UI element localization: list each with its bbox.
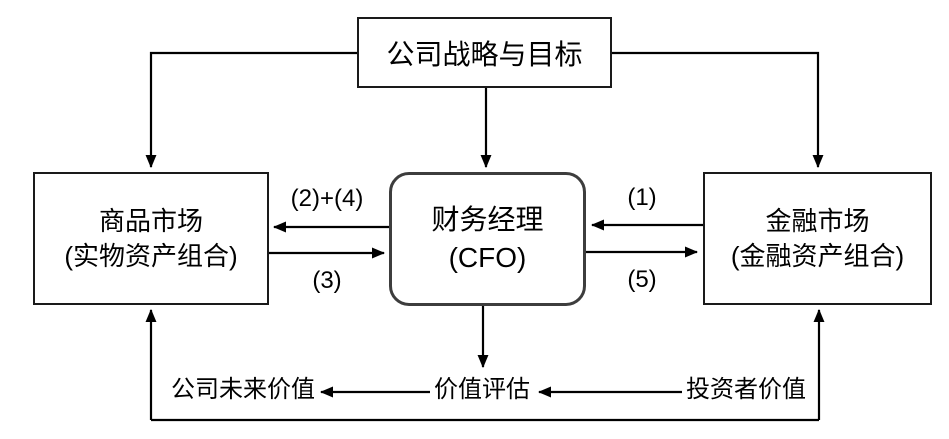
- edge-label-1: (1): [627, 184, 657, 211]
- edge-label-3: (3): [312, 267, 342, 294]
- node-commodity-market: 商品市场 (实物资产组合): [33, 172, 269, 305]
- edge-label-5: (5): [627, 266, 657, 293]
- node-commodity-market-subtitle: (实物资产组合): [64, 240, 238, 271]
- node-strategy-goals-label: 公司战略与目标: [386, 38, 583, 70]
- node-cfo-title: 财务经理: [431, 204, 544, 235]
- label-company-future-value: 公司未来价值: [171, 376, 315, 403]
- node-financial-market-subtitle: (金融资产组合): [730, 240, 905, 271]
- node-cfo-subtitle: (CFO): [448, 242, 527, 273]
- node-commodity-market-title: 商品市场: [98, 205, 203, 236]
- arrow-strategy-to-financial: [612, 51, 824, 169]
- node-financial-market-title: 金融市场: [765, 205, 870, 236]
- label-value-assessment: 价值评估: [434, 376, 530, 403]
- node-financial-market: 金融市场 (金融资产组合): [703, 172, 932, 305]
- label-investor-value: 投资者价值: [686, 376, 806, 403]
- edge-label-2-plus-4: (2)+(4): [290, 185, 364, 212]
- node-strategy-goals: 公司战略与目标: [357, 17, 612, 88]
- node-cfo: 财务经理 (CFO): [389, 172, 586, 306]
- arrow-strategy-to-commodity: [145, 51, 358, 169]
